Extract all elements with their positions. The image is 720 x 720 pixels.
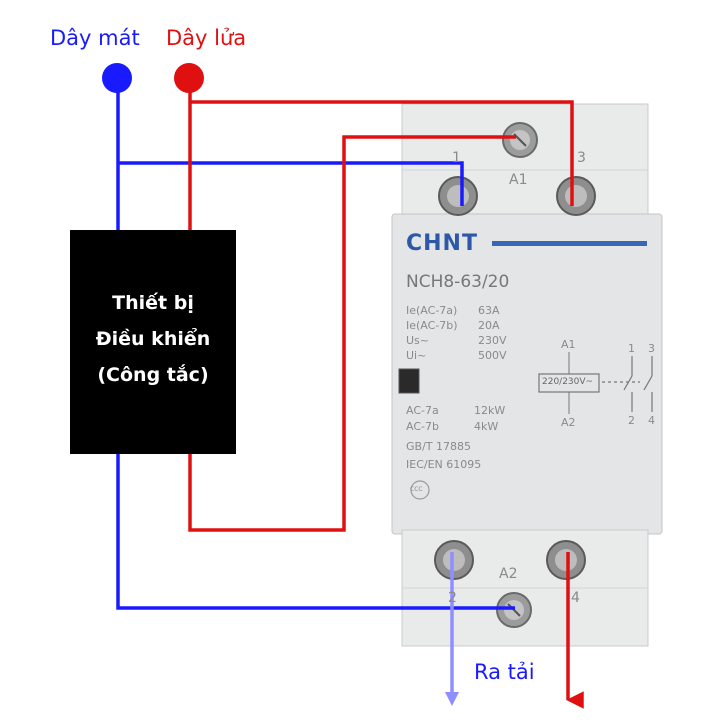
spec-value: 230V xyxy=(478,334,507,347)
terminal-label-3: 3 xyxy=(577,150,586,166)
screw-4 xyxy=(546,540,586,580)
brand-logo: CHNT xyxy=(406,231,478,256)
ccc-mark-label: CCC xyxy=(410,486,423,493)
contact-label-2: 2 xyxy=(628,414,635,427)
live-terminal-dot xyxy=(174,63,204,93)
neutral-wire-label: Dây mát xyxy=(50,26,140,50)
spec-value: 500V xyxy=(478,349,507,362)
terminal-label-4: 4 xyxy=(571,590,580,606)
spec-value: 63A xyxy=(478,304,500,317)
power-value: 4kW xyxy=(474,420,499,433)
contact-label-4: 4 xyxy=(648,414,655,427)
load-output-label: Ra tải xyxy=(474,660,535,684)
status-window xyxy=(398,368,420,394)
neutral-wire-to-a1-terminal xyxy=(118,161,464,206)
standard-iec: IEC/EN 61095 xyxy=(406,458,482,471)
screw-3 xyxy=(556,176,596,216)
coil-label-a2: A2 xyxy=(561,416,576,429)
screw-a1-top xyxy=(502,122,538,158)
live-wire-label: Dây lửa xyxy=(166,26,247,50)
live-wire-to-terminal-3 xyxy=(190,100,574,206)
terminal-label-a2: A2 xyxy=(499,566,518,582)
spec-value: 20A xyxy=(478,319,500,332)
spec-label: Ie(AC-7b) xyxy=(406,319,458,332)
contact-label-1: 1 xyxy=(628,342,635,355)
ccc-mark-icon xyxy=(410,480,430,500)
brand-stripe xyxy=(492,241,647,246)
screw-a2-bottom xyxy=(496,592,532,628)
terminal-label-a1: A1 xyxy=(509,172,528,188)
controller-line-2: Điều khiển xyxy=(95,328,211,350)
contact-symbol xyxy=(602,356,653,412)
spec-label: Us~ xyxy=(406,334,429,347)
power-value: 12kW xyxy=(474,404,506,417)
neutral-terminal-dot xyxy=(102,63,132,93)
model-number: NCH8-63/20 xyxy=(406,272,510,292)
contact-label-3: 3 xyxy=(648,342,655,355)
controller-line-3: (Công tắc) xyxy=(97,364,209,386)
contactor-device xyxy=(391,103,663,647)
screw-2 xyxy=(434,540,474,580)
control-wire-to-a1 xyxy=(188,135,516,532)
spec-label: Ie(AC-7a) xyxy=(406,304,458,317)
coil-voltage: 220/230V~ xyxy=(542,377,594,387)
coil-label-a1: A1 xyxy=(561,338,576,351)
controller-line-1: Thiết bị xyxy=(112,292,194,314)
spec-label: Ui~ xyxy=(406,349,427,362)
terminal-label-2: 2 xyxy=(448,590,457,606)
terminal-label-1: 1 xyxy=(452,150,461,166)
controller-box: Thiết bị Điều khiển (Công tắc) xyxy=(70,230,236,454)
screw-1 xyxy=(438,176,478,216)
load-arrow-neutral-icon xyxy=(445,692,459,706)
neutral-wire-to-a2-terminal xyxy=(116,454,515,610)
power-label: AC-7a xyxy=(406,404,439,417)
standard-gbt: GB/T 17885 xyxy=(406,440,471,453)
device-front-panel xyxy=(391,213,663,535)
power-label: AC-7b xyxy=(406,420,439,433)
